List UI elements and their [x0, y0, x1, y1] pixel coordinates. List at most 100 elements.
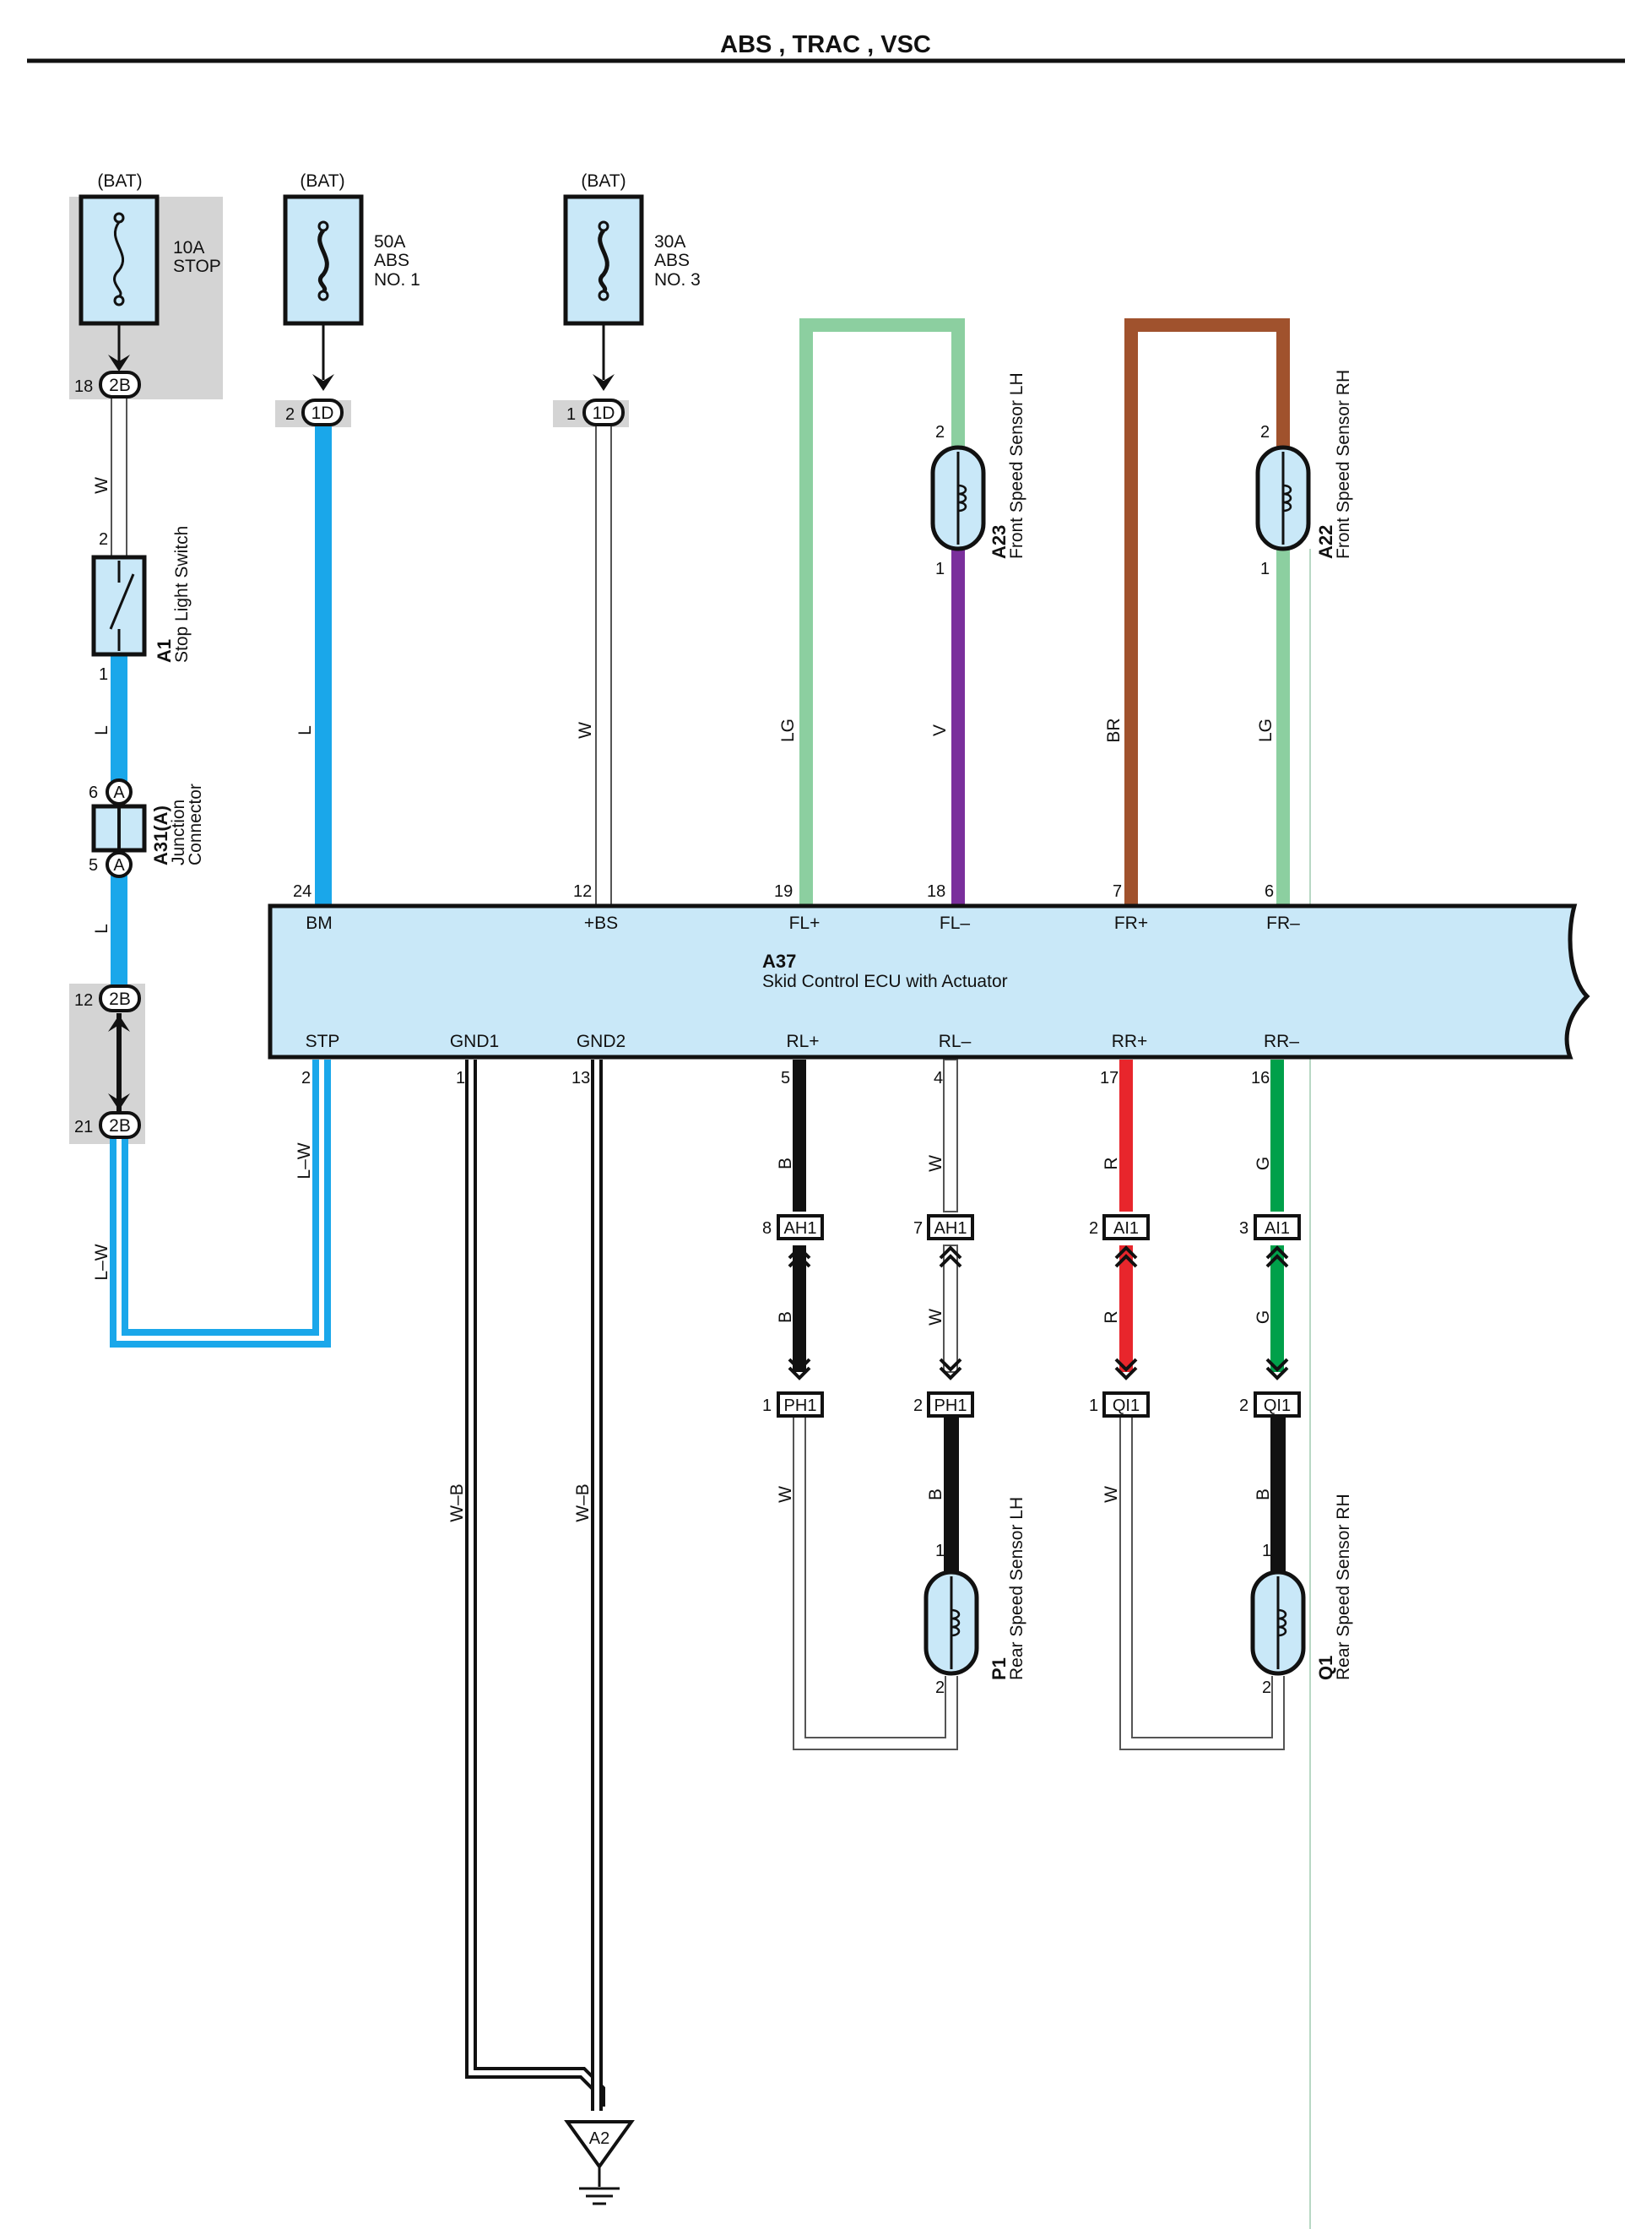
bat-label-2: (BAT)	[300, 171, 344, 191]
pin-2-ph1: 2	[913, 1397, 923, 1415]
ecu-terminal-fl-plus: FL+	[789, 914, 821, 933]
wire-label-wb-gnd1: W–B	[447, 1483, 467, 1522]
wire-w-rl-minus	[943, 1059, 958, 1212]
pin-2-switch: 2	[99, 530, 108, 549]
front-sensor-rh	[1255, 445, 1311, 551]
pin-1-ph1: 1	[762, 1397, 772, 1415]
wire-lg-fl	[799, 318, 965, 906]
fuse-abs-no3-name2: NO. 3	[654, 270, 701, 290]
connector-1d-1: 1D	[582, 399, 625, 426]
wire-label-b-ph1: B	[926, 1489, 945, 1500]
fuse-abs3-arrow-icon	[593, 374, 615, 391]
wire-label-lg-fl: LG	[778, 719, 798, 742]
wire-l-bm	[315, 420, 332, 906]
pin-2-q1: 2	[1262, 1679, 1271, 1697]
svg-text:QI1: QI1	[1113, 1397, 1140, 1415]
p1-code: P1	[988, 1657, 1010, 1680]
wire-l-switch-junction	[111, 654, 127, 794]
stop-switch-code: A1	[154, 639, 175, 663]
wire-label-b-qi1: B	[1254, 1489, 1273, 1500]
a22-code: A22	[1315, 525, 1336, 559]
wire-label-wb-gnd2: W–B	[573, 1483, 593, 1522]
pin-4-rl: 4	[934, 1069, 943, 1087]
wire-b-rl-plus	[793, 1060, 806, 1212]
wire-label-l-bm: L	[295, 725, 315, 735]
fuse-abs1-arrow-icon	[312, 374, 334, 391]
pin-5-rl: 5	[781, 1069, 790, 1087]
page-title: ABS , TRAC , VSC	[720, 31, 931, 58]
svg-text:AI1: AI1	[1265, 1219, 1290, 1238]
wire-r-rr-plus-2	[1119, 1245, 1133, 1372]
fuse-abs-no1-name2: NO. 1	[374, 270, 420, 290]
wire-label-r-rr-2: R	[1102, 1310, 1121, 1323]
fuse-abs-no3-name: ABS	[654, 251, 690, 270]
pin-2-ai1: 2	[1089, 1219, 1098, 1238]
ecu-terminal-bs: +BS	[584, 914, 618, 933]
pin-1-gnd1: 1	[456, 1069, 465, 1087]
pin-2-qi1: 2	[1239, 1397, 1248, 1415]
rear-sensor-rh	[1250, 1570, 1306, 1676]
stop-light-switch	[91, 555, 147, 657]
svg-text:2B: 2B	[109, 990, 131, 1009]
wire-label-w-ph1: W	[776, 1486, 795, 1503]
fuse-stop-name: STOP	[173, 257, 221, 276]
svg-text:A: A	[113, 784, 125, 802]
pin-12-2b: 12	[74, 991, 93, 1010]
wire-label-w-bs: W	[576, 722, 595, 739]
rear-sensor-lh	[923, 1570, 979, 1676]
pin-6-fr: 6	[1265, 882, 1274, 901]
connector-2b-12: 2B	[99, 984, 141, 1012]
wire-w-qi1-loop-inner	[1121, 1406, 1283, 1749]
wire-label-l-1: L	[92, 725, 111, 735]
ecu-code: A37	[762, 951, 796, 972]
connector-2b-18: 2B	[99, 371, 141, 399]
ecu-terminal-rl-minus: RL–	[939, 1032, 972, 1051]
wire-label-r-rr-1: R	[1102, 1157, 1121, 1169]
wire-label-lw-1: L–W	[92, 1244, 111, 1280]
bat-label-1: (BAT)	[97, 171, 142, 191]
pin-2-a23: 2	[935, 423, 945, 442]
wire-w-qi1-loop	[1119, 1406, 1285, 1750]
wire-b-qi1-q1	[1270, 1406, 1286, 1575]
wire-label-w-rl-2: W	[926, 1309, 945, 1326]
junction-name-2: Connector	[186, 784, 205, 865]
svg-text:PH1: PH1	[784, 1397, 817, 1415]
wire-w-ph1-loop	[793, 1406, 958, 1750]
ecu-terminal-rl-plus: RL+	[786, 1032, 819, 1051]
junction-name-1: Junction	[169, 800, 188, 865]
pin-21-2b: 21	[74, 1118, 93, 1136]
svg-text:QI1: QI1	[1264, 1397, 1291, 1415]
pin-1-switch: 1	[99, 665, 108, 684]
wire-b-rl-plus-2	[793, 1245, 806, 1372]
svg-text:AI1: AI1	[1113, 1219, 1139, 1238]
pin-24-bm: 24	[293, 882, 311, 901]
wire-w-bs	[595, 420, 612, 907]
pin-2-p1: 2	[935, 1679, 945, 1697]
ground-label: A2	[589, 2129, 609, 2148]
wire-label-b-rl-2: B	[776, 1311, 795, 1323]
ecu-body	[268, 903, 1590, 1060]
svg-text:2B: 2B	[109, 1116, 131, 1136]
q1-name: Rear Speed Sensor RH	[1334, 1494, 1353, 1680]
pin-3-ai1: 3	[1239, 1219, 1248, 1238]
pin-18-fl: 18	[927, 882, 945, 901]
pin-13-gnd2: 13	[571, 1069, 590, 1087]
svg-text:PH1: PH1	[934, 1397, 967, 1415]
svg-text:A: A	[113, 856, 125, 875]
connector-ai1-3: AI1	[1254, 1214, 1301, 1240]
pin-7-fr: 7	[1113, 882, 1122, 901]
wire-label-l-2: L	[92, 924, 111, 934]
arrow-2b-down-icon	[108, 1093, 130, 1110]
svg-text:1D: 1D	[311, 404, 334, 423]
connector-ph1-1: PH1	[777, 1391, 824, 1418]
connector-ai1-2: AI1	[1102, 1214, 1150, 1240]
ecu-terminal-stp: STP	[306, 1032, 340, 1051]
fuse-abs-no3-amp: 30A	[654, 232, 685, 252]
wire-lg-fr	[1276, 549, 1290, 906]
wire-label-w-qi1: W	[1102, 1486, 1121, 1503]
wire-label-b-rl-1: B	[776, 1158, 795, 1169]
junction-code: A31(A)	[150, 805, 171, 865]
wire-label-g-rr-1: G	[1254, 1157, 1273, 1170]
svg-text:1D: 1D	[593, 404, 615, 423]
